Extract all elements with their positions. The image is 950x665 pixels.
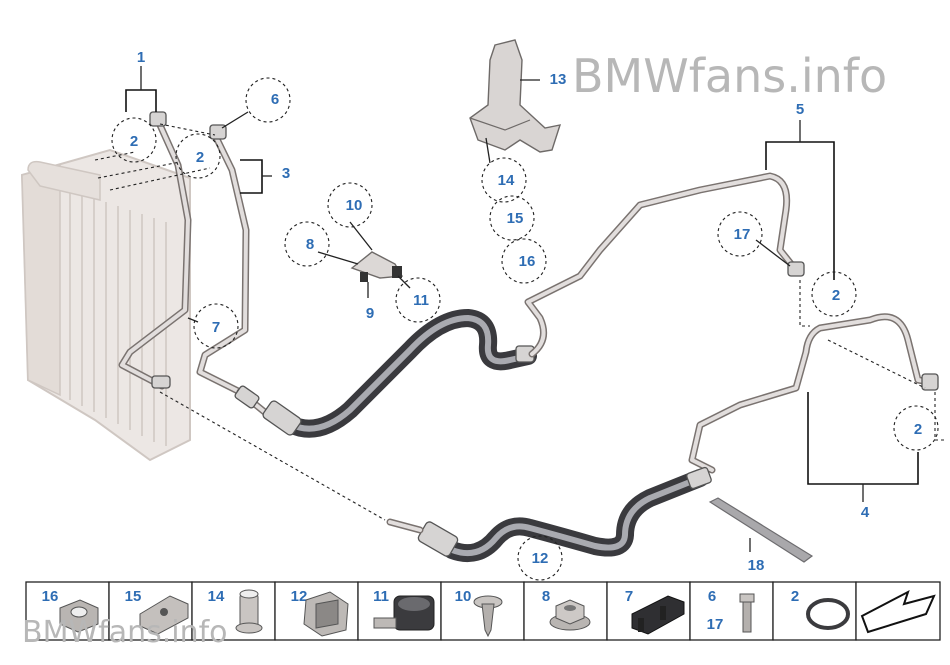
rubber-mount-icon: [373, 595, 435, 631]
callout-10: 10: [346, 197, 363, 214]
callout-18: 18: [748, 557, 765, 574]
callout-3: 3: [282, 165, 290, 182]
strip-cell-2[interactable]: [772, 581, 857, 641]
strip-label-12: 12: [291, 588, 308, 605]
spacer-sleeve-icon: [235, 589, 263, 634]
strip-label-16: 16: [42, 588, 59, 605]
strip-cell-6-17[interactable]: [689, 581, 774, 641]
strip-label-11: 11: [373, 588, 389, 605]
callout-15: 15: [507, 210, 524, 227]
callout-13: 13: [550, 71, 567, 88]
callout-8: 8: [306, 236, 314, 253]
bracket-13: [469, 39, 562, 153]
o-ring-icon: [806, 598, 850, 630]
oil-cooler-radiator: [20, 148, 191, 462]
group-brackets: [125, 66, 919, 502]
strip-label-14: 14: [208, 588, 225, 605]
holder-bracket-icon: [631, 595, 685, 635]
callout-16: 16: [519, 253, 536, 270]
callout-circles: [111, 77, 939, 581]
watermark-top: BMWfans.info: [572, 49, 887, 103]
hose-feed-line: [234, 172, 805, 438]
callout-5: 5: [796, 101, 804, 118]
watermark-bottom: BMWfans.info: [22, 615, 228, 650]
callout-17: 17: [734, 226, 751, 243]
callout-2d: 2: [914, 421, 922, 438]
callout-6: 6: [271, 91, 279, 108]
pipe-left-feed: [118, 111, 250, 396]
strip-label-10: 10: [455, 588, 472, 605]
strip-label-6: 6: [708, 588, 716, 605]
callout-2a: 2: [130, 133, 138, 150]
bolt-icon: [739, 593, 755, 633]
callout-14: 14: [498, 172, 515, 189]
callout-11: 11: [413, 292, 429, 309]
protective-strip-18: [708, 497, 814, 563]
callout-labels: 1 2 2 3 6 7 10 8 9 11 13 14 15 16 5 17 2…: [130, 49, 922, 574]
expanding-rivet-icon: [473, 595, 503, 638]
callout-2b: 2: [196, 149, 204, 166]
leader-lines: [187, 79, 791, 552]
return-line: [386, 313, 939, 562]
callout-2c: 2: [832, 287, 840, 304]
hex-nut-icon: [59, 599, 99, 633]
arrow-icon: [860, 589, 936, 634]
callout-4: 4: [861, 504, 870, 521]
callout-1: 1: [137, 49, 145, 66]
strip-label-17: 17: [707, 616, 724, 633]
strip-label-7: 7: [625, 588, 633, 605]
hose-clip-icon: [303, 591, 349, 637]
clip-nut-icon: [139, 595, 189, 635]
bracket-clamp: [350, 251, 404, 282]
callout-12: 12: [532, 550, 549, 567]
strip-label-15: 15: [125, 588, 142, 605]
callout-9: 9: [366, 305, 374, 322]
flange-nut-icon: [549, 599, 591, 631]
routing-lines: [94, 123, 945, 521]
parts-strip: 16 15 14 12 11 10 8 7 6 17 2: [25, 581, 941, 641]
strip-label-8: 8: [542, 588, 550, 605]
callout-7: 7: [212, 319, 220, 336]
strip-label-2: 2: [791, 588, 799, 605]
